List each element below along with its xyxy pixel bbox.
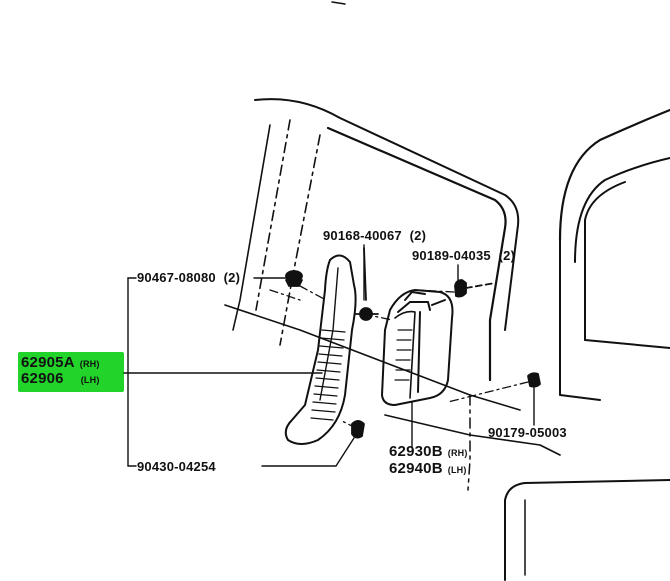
- rear-body-outline: [558, 108, 670, 242]
- part-side: (LH): [80, 375, 100, 385]
- body-pillar-left: [232, 124, 271, 331]
- grommet-90179: [527, 372, 541, 388]
- part-side: (RH): [79, 359, 100, 369]
- rear-window-inner: [584, 181, 626, 341]
- part-number: 62906: [21, 370, 64, 387]
- body-sill-lower: [384, 414, 561, 456]
- clip-90467: [285, 270, 303, 287]
- pillar-trim-inner: [319, 267, 339, 401]
- leader-lines: [123, 244, 535, 467]
- body-pillar-mid: [255, 119, 291, 311]
- body-pillar-dash: [279, 134, 321, 346]
- pillar-trim-outline: [284, 254, 357, 445]
- part-number: 90189-04035: [412, 248, 491, 263]
- part-side: (LH): [447, 465, 467, 475]
- rear-window: [574, 157, 670, 263]
- selected-part-highlight: [18, 352, 124, 392]
- top-edge-fragment: [331, 1, 346, 5]
- part-number: 90430-04254: [137, 459, 216, 474]
- part-side: (RH): [447, 448, 468, 458]
- vent-duct-62930B: [381, 289, 454, 406]
- body-outline-upper: [254, 98, 520, 331]
- part-number: 90467-08080: [137, 270, 216, 285]
- rear-body-side: [559, 239, 601, 401]
- nut-90189: [454, 279, 496, 298]
- rear-lower: [504, 479, 670, 581]
- clip-90430: [351, 420, 365, 439]
- label-90189[interactable]: 90189-04035 (2): [412, 249, 515, 263]
- assembly-lines: [269, 285, 529, 429]
- part-number: 62905A: [21, 354, 75, 371]
- pillar-trim-vents: [310, 329, 346, 421]
- label-62940B[interactable]: 62940B (LH): [389, 460, 467, 477]
- part-number: 62940B: [389, 460, 443, 477]
- label-62905A[interactable]: 62905A (RH): [21, 354, 100, 371]
- part-number: 62930B: [389, 443, 443, 460]
- label-62930B[interactable]: 62930B (RH): [389, 443, 468, 460]
- part-number: 90179-05003: [488, 425, 567, 440]
- rear-panel-right: [584, 339, 670, 349]
- body-vertical-dash: [467, 394, 471, 491]
- label-90168[interactable]: 90168-40067 (2): [323, 229, 426, 243]
- part-qty: (2): [223, 270, 241, 285]
- label-90467[interactable]: 90467-08080 (2): [137, 271, 240, 285]
- label-62906[interactable]: 62906 (LH): [21, 370, 100, 387]
- label-90179[interactable]: 90179-05003: [488, 426, 567, 440]
- body-sill: [224, 304, 521, 411]
- part-qty: (2): [409, 228, 427, 243]
- screw-90168: [355, 247, 379, 321]
- part-qty: (2): [498, 248, 516, 263]
- body-outline-window: [326, 126, 507, 382]
- part-number: 90168-40067: [323, 228, 402, 243]
- label-90430[interactable]: 90430-04254: [137, 460, 216, 474]
